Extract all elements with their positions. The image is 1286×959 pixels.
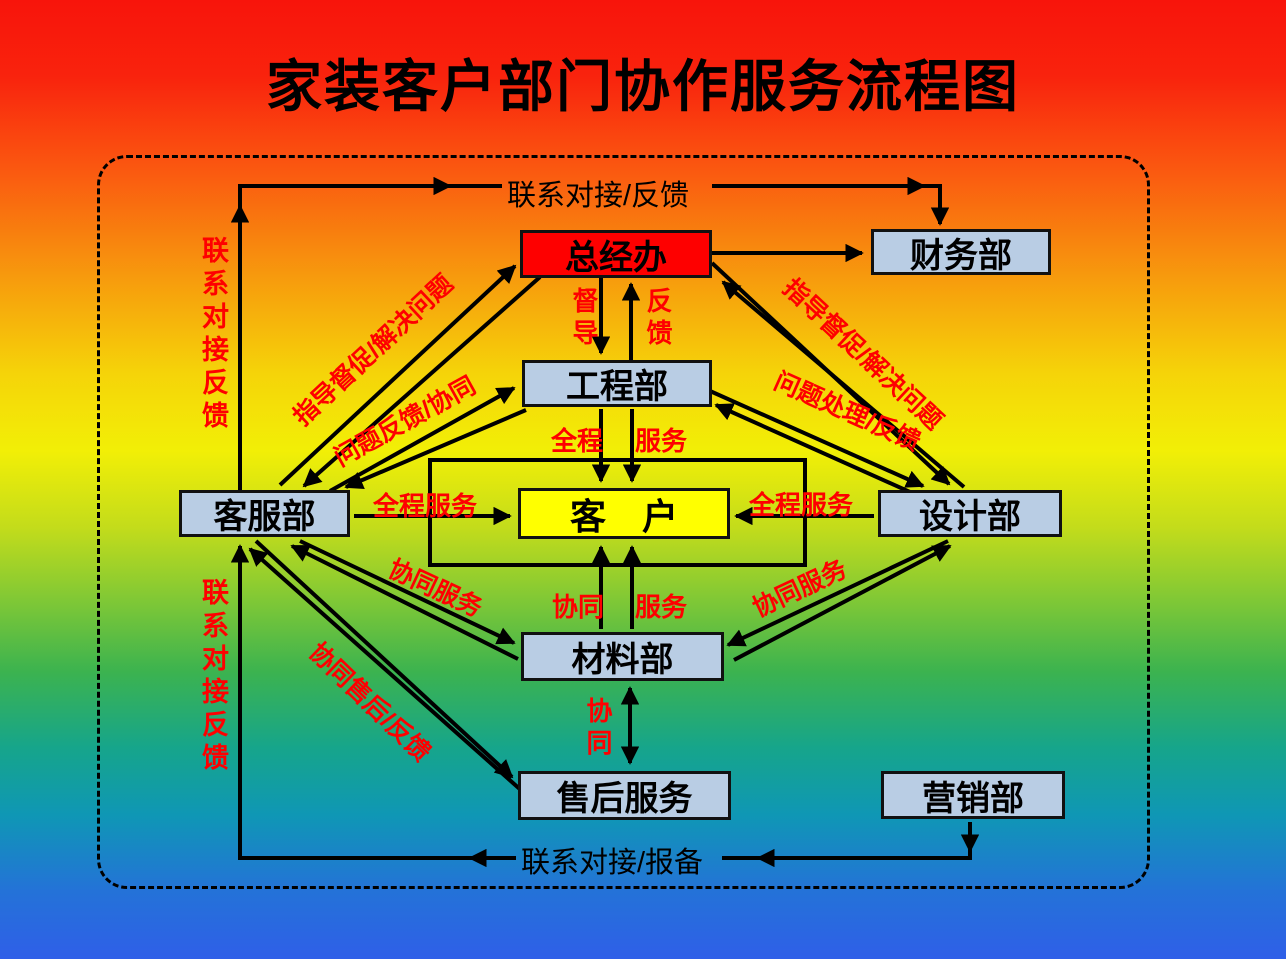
label-full-service-right: 全程服务: [749, 490, 854, 520]
arrows: [230, 176, 980, 868]
node-marketing: 营销部: [881, 771, 1065, 819]
label-full-service-left: 全程服务: [373, 491, 478, 521]
page-title: 家装客户部门协作服务流程图: [266, 55, 1020, 118]
label-left-upper-vertical: 联系对接反馈: [198, 236, 228, 434]
node-finance: 财务部: [871, 229, 1051, 275]
label-bottom-link: 联系对接/报备: [521, 847, 704, 879]
node-after-sales: 售后服务: [518, 771, 731, 820]
node-materials: 材料部: [521, 632, 724, 681]
node-customer-service: 客服部: [179, 490, 350, 537]
label-co-service-b: 服务: [635, 592, 688, 622]
label-full-service-a: 全程: [551, 426, 604, 456]
label-full-service-b: 服务: [635, 426, 688, 456]
label-co-service-a: 协同: [552, 592, 605, 622]
label-left-lower-vertical: 联系对接反馈: [198, 578, 228, 776]
dashed-frame: [97, 155, 1150, 889]
label-top-link: 联系对接/反馈: [507, 180, 690, 212]
label-supervise: 督导: [569, 287, 599, 351]
label-co-vertical: 协同: [583, 697, 613, 761]
node-customer: 客 户: [518, 488, 730, 539]
node-general-office: 总经办: [520, 230, 712, 278]
label-feedback: 反馈: [643, 287, 673, 351]
node-design: 设计部: [878, 490, 1062, 537]
node-engineering: 工程部: [522, 360, 712, 407]
